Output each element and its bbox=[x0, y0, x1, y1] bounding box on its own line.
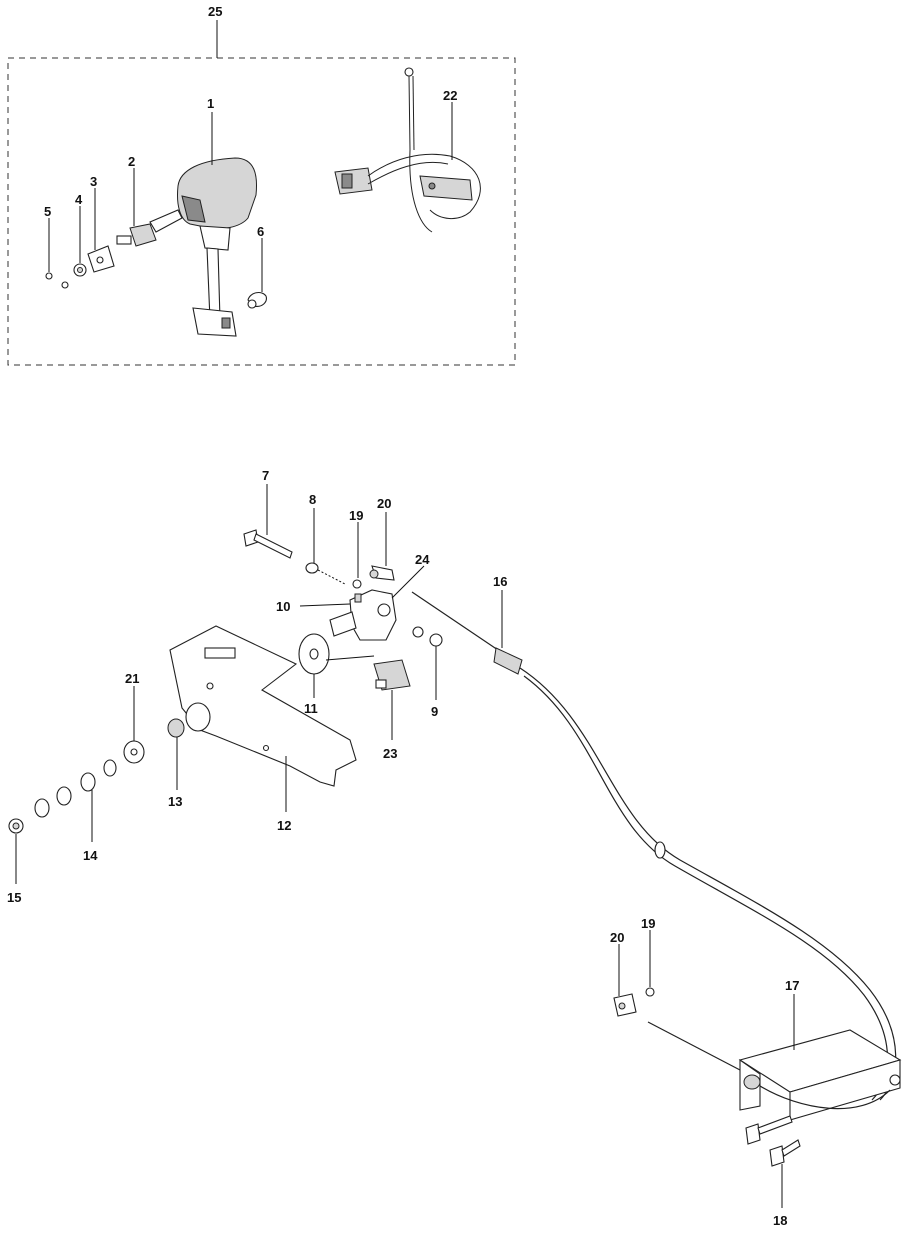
callout-7: 7 bbox=[262, 468, 269, 483]
part-20-ball-joint-bottom: 20 bbox=[610, 930, 637, 1017]
callout-18: 18 bbox=[773, 1213, 787, 1228]
part-8-washer: 8 bbox=[305, 492, 346, 585]
part-4-nut: 4 bbox=[73, 192, 87, 277]
part-9-nut: 9 bbox=[412, 626, 443, 719]
part-1-handle: 1 bbox=[177, 96, 257, 337]
part-22-wiring-harness: 22 bbox=[334, 67, 481, 233]
part-2-switch: 2 bbox=[116, 154, 183, 247]
part-24-pivot: 24 bbox=[391, 552, 430, 599]
callout-14: 14 bbox=[83, 848, 98, 863]
part-15-nut: 15 bbox=[7, 818, 24, 905]
callout-16: 16 bbox=[493, 574, 507, 589]
callout-21: 21 bbox=[125, 671, 139, 686]
part-12-mounting-plate: 12 bbox=[169, 625, 357, 833]
part-14-washer-stack: 14 bbox=[34, 759, 117, 863]
part-20-ball-joint-top: 20 bbox=[369, 496, 395, 581]
part-21-washer: 21 bbox=[123, 671, 145, 764]
part-5-screw: 5 bbox=[44, 204, 69, 289]
callout-24: 24 bbox=[415, 552, 430, 567]
callout-19-top: 19 bbox=[349, 508, 363, 523]
part-19-nut-top: 19 bbox=[349, 508, 363, 589]
callout-6: 6 bbox=[257, 224, 264, 239]
callout-1: 1 bbox=[207, 96, 214, 111]
callout-5: 5 bbox=[44, 204, 51, 219]
callout-2: 2 bbox=[128, 154, 135, 169]
part-10-bracket: 10 bbox=[276, 589, 397, 641]
callout-19-bottom: 19 bbox=[641, 916, 655, 931]
assembly-25-boundary bbox=[7, 57, 516, 366]
callout-22: 22 bbox=[443, 88, 457, 103]
part-6-clip: 6 bbox=[247, 224, 267, 309]
part-23-switch: 23 bbox=[373, 659, 411, 761]
callout-12: 12 bbox=[277, 818, 291, 833]
callout-10: 10 bbox=[276, 599, 290, 614]
part-7-bolt: 7 bbox=[243, 468, 293, 559]
part-13-bushing: 13 bbox=[167, 702, 211, 809]
callout-4: 4 bbox=[75, 192, 83, 207]
part-18-bolts: 18 bbox=[745, 1115, 801, 1228]
callout-3: 3 bbox=[90, 174, 97, 189]
part-11-washer: 11 bbox=[298, 633, 375, 716]
callout-23: 23 bbox=[383, 746, 397, 761]
assembly-25-group: 25 bbox=[7, 4, 516, 366]
callout-20-bottom: 20 bbox=[610, 930, 624, 945]
part-17-cable-bracket: 17 bbox=[647, 978, 902, 1121]
callout-13: 13 bbox=[168, 794, 182, 809]
callout-8: 8 bbox=[309, 492, 316, 507]
callout-25: 25 bbox=[208, 4, 222, 19]
part-19-nut-bottom: 19 bbox=[641, 916, 655, 997]
callout-17: 17 bbox=[785, 978, 799, 993]
part-16-cable: 16 bbox=[411, 574, 897, 1101]
callout-20-top: 20 bbox=[377, 496, 391, 511]
callout-11: 11 bbox=[304, 701, 318, 716]
callout-15: 15 bbox=[7, 890, 21, 905]
part-3-plate: 3 bbox=[87, 174, 115, 273]
callout-9: 9 bbox=[431, 704, 438, 719]
